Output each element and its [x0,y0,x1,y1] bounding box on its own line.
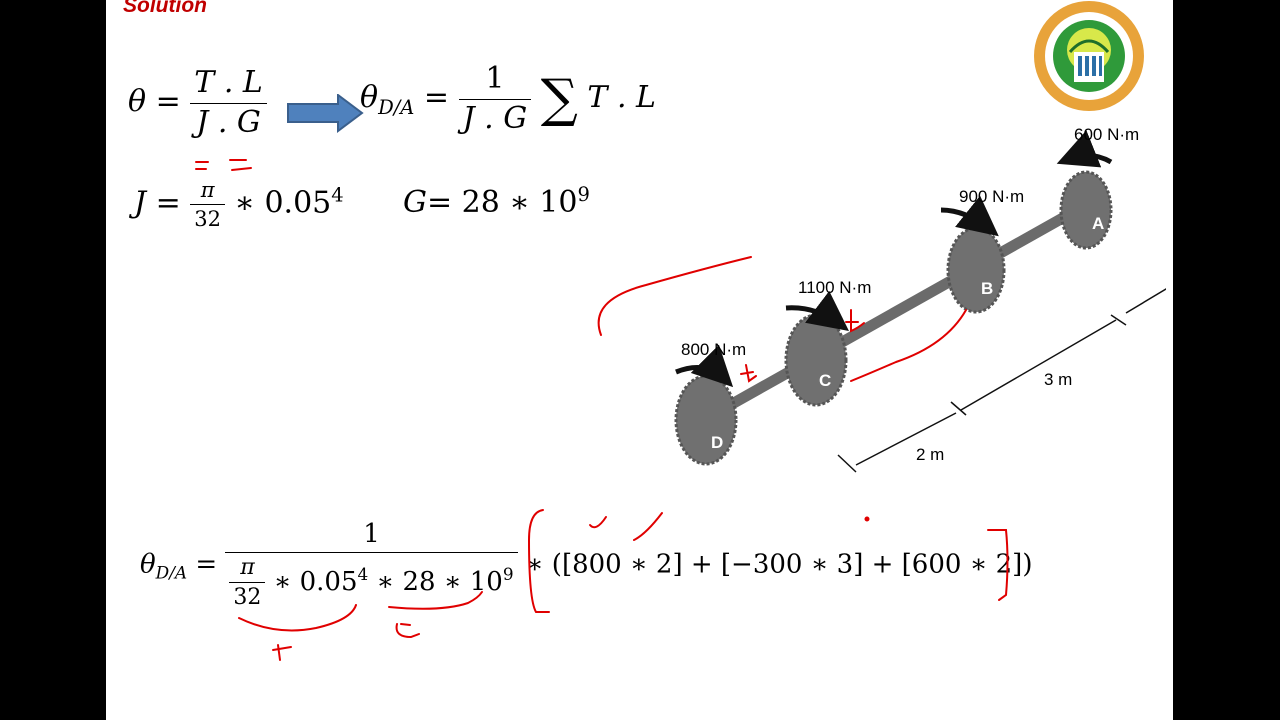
solution-heading: Solution [123,0,207,17]
formula-j-lhs: J = [134,185,181,221]
red-ink-annotations [195,159,1009,661]
formula-g: G= 28 ∗ 109 [403,183,590,220]
formula-theta-da-rhs: T . L [587,80,656,115]
formula-theta-da-denominator: J . G [462,100,528,136]
final-equals: = [195,549,218,580]
formula-theta-da-lhs: θ [360,80,379,115]
formula-g-exponent: 9 [577,183,590,206]
formula-j: J = π 32 ∗ 0.054 [134,178,344,231]
shaft-diagram: A B C D 600 N·m 900 N·m 1100 N·m 800 N·m… [674,125,1166,473]
gear-a [1059,170,1113,250]
formula-theta-da-numerator: 1 [458,61,532,100]
final-den-exp2: 9 [502,564,514,585]
formula-theta-fraction: T . L J . G [190,65,267,140]
university-logo [1034,1,1144,111]
formula-theta-da-subscript: D/A [378,96,415,119]
torque-arrow-d-icon [675,344,734,388]
torque-label-a: 600 N·m [1074,125,1139,144]
length-cd: 2 m [916,445,944,464]
dim-line-bc [960,319,1117,411]
dim-line-ab [1125,288,1166,314]
formula-g-rest: = 28 ∗ 10 [426,185,578,220]
formula-g-lhs: G [403,185,427,220]
formula-theta-numerator: T . L [190,65,267,104]
final-numerator: 1 [225,519,518,553]
final-subscript: D/A [155,562,188,583]
final-rhs: ∗ ([800 ∗ 2] + [−300 ∗ 3] + [600 ∗ 2]) [525,549,1033,580]
slide: Solution θ = T . L J . G θD/A = 1 J . G … [106,0,1173,720]
formula-theta-da-equals: = [423,80,450,115]
gear-c [784,313,848,407]
formula-theta-da: θD/A = 1 J . G ∑ T . L [360,61,656,136]
formula-theta-denominator: J . G [196,104,261,140]
formula-j-exponent: 4 [331,183,344,207]
torque-label-c: 1100 N·m [798,278,871,297]
formula-theta: θ = T . L J . G [128,65,267,140]
node-b: B [981,279,993,298]
shaft [710,200,1090,419]
final-den-exp1: 4 [357,564,369,585]
torque-arrow-b-icon [940,195,999,237]
final-32: 32 [233,585,262,611]
final-pi-fraction: π 32 [229,555,266,611]
torque-label-b: 900 N·m [959,187,1024,206]
node-c: C [819,371,831,390]
formula-j-rest: ∗ 0.05 [234,185,332,221]
formula-j-numerator: π [190,178,225,206]
formula-theta-da-fraction: 1 J . G [458,61,532,136]
node-d: D [711,433,723,452]
formula-j-denominator: 32 [194,207,221,232]
node-a: A [1092,214,1104,233]
formula-theta-lhs: θ = [128,84,181,119]
final-lhs: θ [140,549,156,580]
dim-line-cd [855,412,957,466]
torque-arrow-c-icon [785,290,849,332]
right-arrow-icon [287,94,364,133]
sigma-symbol: ∑ [540,69,578,129]
torque-label-d: 800 N·m [681,340,746,359]
length-bc: 3 m [1044,370,1072,389]
final-pi: π [229,555,266,584]
torque-arrow-a-icon [1056,130,1113,168]
formula-j-fraction: π 32 [190,178,225,231]
final-den-mid: ∗ 0.05 [273,566,358,597]
